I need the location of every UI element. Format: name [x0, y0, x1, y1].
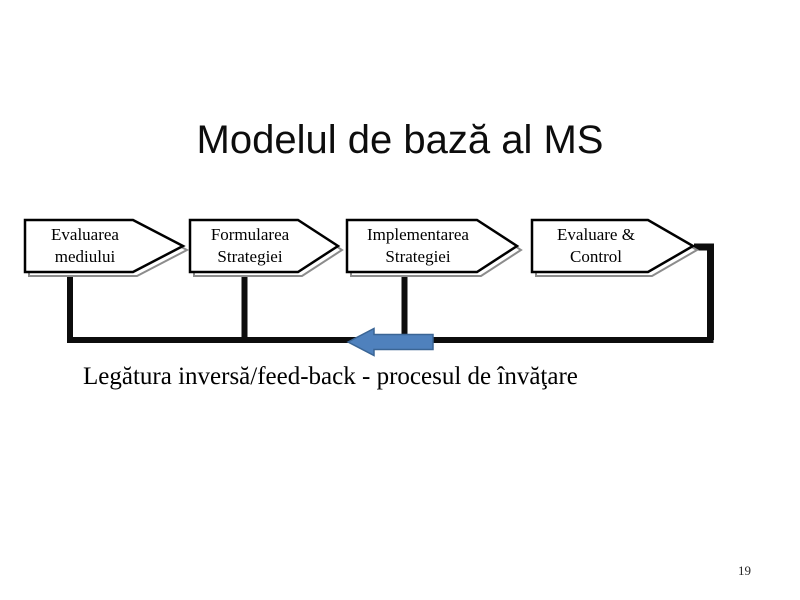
process-step-label-line: mediului: [54, 247, 116, 266]
process-step-formularea-strategiei: Formularea Strategiei: [190, 220, 310, 272]
feedback-caption: Legătura inversă/feed-back - procesul de…: [83, 363, 578, 390]
process-step-label-line: Formularea: [210, 225, 290, 244]
process-step-label-line: Strategiei: [217, 247, 283, 266]
process-step-4-shape: [530, 218, 696, 274]
process-step-label-line: Evaluare &: [557, 225, 635, 244]
process-step-3-shape: [345, 218, 520, 274]
page-number: 19: [738, 563, 751, 578]
process-step-1-shape: [23, 218, 186, 274]
slide-title: Modelul de bază al MS: [196, 118, 604, 162]
process-step-implementarea-strategiei: Implementarea Strategiei: [347, 220, 489, 272]
feedback-arrow-icon: [346, 327, 434, 357]
process-step-evaluarea-mediului: Evaluarea mediului: [25, 220, 145, 272]
process-step-label-line: Strategiei: [385, 247, 451, 266]
process-step-2-shape: [188, 218, 341, 274]
process-step-label-line: Evaluarea: [51, 225, 119, 244]
process-step-label-line: Implementarea: [367, 225, 469, 244]
process-step-label-line: Control: [570, 247, 622, 266]
feedback-connector-elbow: [694, 243, 714, 340]
process-step-evaluare-control: Evaluare & Control: [532, 220, 660, 272]
